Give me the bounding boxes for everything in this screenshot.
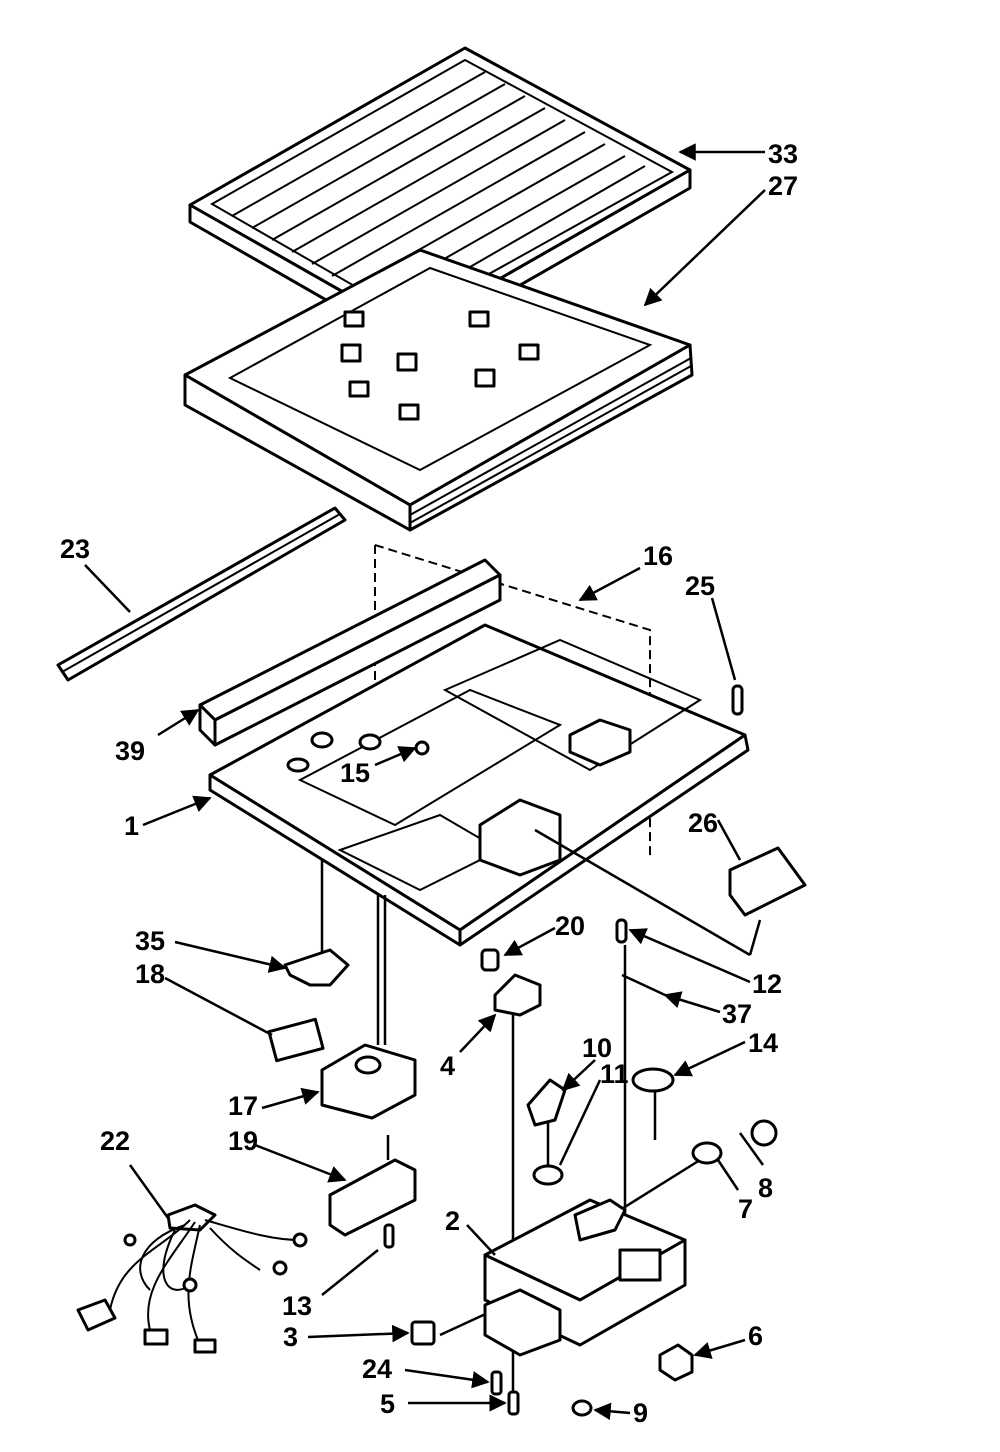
part-6-cap — [658, 1343, 694, 1382]
callout-12: 12 — [752, 969, 782, 999]
part-39-channel — [198, 558, 502, 747]
callout-35: 35 — [135, 926, 165, 956]
part-24-screw — [490, 1370, 503, 1396]
part-20-nut — [480, 948, 500, 972]
part-35-bracket — [283, 948, 350, 987]
part-17-housing — [320, 1043, 417, 1120]
callout-4: 4 — [440, 1051, 455, 1081]
part-4-knob — [493, 973, 542, 1017]
callout-6: 6 — [748, 1321, 763, 1351]
part-10-thermostat — [526, 1078, 567, 1127]
part-26-cover — [728, 846, 807, 917]
part-11-washer — [532, 1164, 564, 1186]
part-2-base-bracket — [483, 1198, 687, 1357]
callout-7: 7 — [738, 1194, 753, 1224]
callout-2: 2 — [445, 1206, 460, 1236]
part-9-washer — [571, 1399, 593, 1417]
callout-1: 1 — [124, 811, 139, 841]
leader-lines — [84, 143, 766, 1421]
part-3-clip — [410, 1320, 436, 1346]
part-14-grommet — [631, 1067, 675, 1093]
callout-10: 10 — [582, 1033, 612, 1063]
callout-39: 39 — [115, 736, 145, 766]
part-8-bulb — [750, 1119, 778, 1147]
callout-14: 14 — [748, 1028, 778, 1058]
callout-27: 27 — [768, 171, 798, 201]
callout-23: 23 — [60, 534, 90, 564]
callout-11: 11 — [600, 1059, 629, 1089]
callout-17: 17 — [228, 1091, 258, 1121]
part-12-screw — [615, 918, 628, 944]
callout-25: 25 — [685, 571, 715, 601]
callout-24: 24 — [362, 1354, 392, 1384]
part-13-screw — [383, 1223, 395, 1249]
part-18-switch — [267, 1017, 325, 1063]
callout-37: 37 — [722, 999, 752, 1029]
part-5-screw — [507, 1390, 520, 1416]
callout-15: 15 — [340, 758, 370, 788]
callout-13: 13 — [282, 1291, 312, 1321]
part-22-wire-harness — [76, 1203, 308, 1354]
callout-26: 26 — [688, 808, 718, 838]
part-27-shelf-frame — [183, 248, 694, 532]
callout-20: 20 — [555, 911, 585, 941]
part-1-base-pan — [208, 623, 750, 947]
callout-19: 19 — [228, 1126, 258, 1156]
part-25-pin — [731, 684, 744, 716]
part-37-pin — [621, 973, 666, 997]
part-7-lamp-socket — [691, 1141, 723, 1165]
callout-22: 22 — [100, 1126, 130, 1156]
callout-9: 9 — [633, 1398, 648, 1428]
part-19-socket — [328, 1158, 417, 1237]
callout-5: 5 — [380, 1389, 395, 1419]
callout-16: 16 — [643, 541, 673, 571]
callout-33: 33 — [768, 139, 798, 169]
callout-labels: 33 27 23 16 25 39 15 1 26 35 20 18 12 37… — [60, 139, 798, 1428]
part-23-strip — [56, 506, 347, 682]
callout-18: 18 — [135, 959, 165, 989]
callout-8: 8 — [758, 1173, 773, 1203]
callout-3: 3 — [283, 1322, 298, 1352]
